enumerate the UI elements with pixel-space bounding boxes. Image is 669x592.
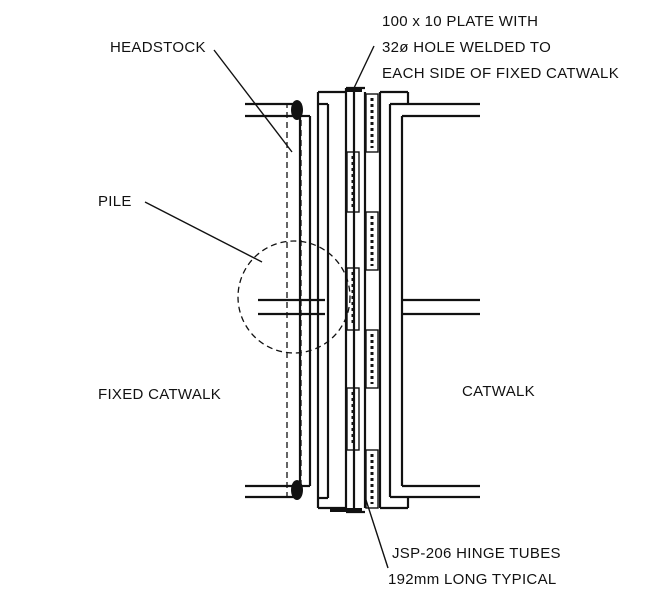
hinge-tube: [365, 449, 379, 509]
catwalk-label: CATWALK: [462, 383, 535, 400]
hinge-column: [330, 86, 382, 514]
pile-leader: [144, 201, 263, 263]
hinge-tube: [365, 211, 379, 271]
plate-leader: [353, 45, 375, 89]
hinge-label-line-1: JSP-206 HINGE TUBES: [392, 545, 561, 562]
pile-circle: [237, 240, 351, 354]
fixed-catwalk-structure: [245, 90, 346, 510]
hinge-tube: [346, 151, 360, 213]
hinge-tube: [346, 387, 360, 451]
plate-label-line-2: 32ø HOLE WELDED TO: [382, 39, 551, 56]
headstock-leader: [213, 49, 293, 153]
plate-label-line-1: 100 x 10 PLATE WITH: [382, 13, 538, 30]
pile-label: PILE: [98, 193, 132, 210]
leader-lines: [144, 45, 389, 569]
headstock-label: HEADSTOCK: [110, 39, 206, 56]
catwalk-structure: [380, 90, 480, 510]
hinge-tubes: [346, 93, 379, 509]
hinge-tube: [365, 93, 379, 153]
fixed-catwalk-label: FIXED CATWALK: [98, 386, 221, 403]
hinge-leader: [365, 499, 389, 569]
plate-label-line-3: EACH SIDE OF FIXED CATWALK: [382, 65, 619, 82]
hinge-tube: [365, 329, 379, 389]
top-bolt: [291, 100, 303, 120]
hinge-tube: [346, 267, 360, 331]
bottom-bolt: [291, 480, 303, 500]
hinge-label-line-2: 192mm LONG TYPICAL: [388, 571, 557, 588]
